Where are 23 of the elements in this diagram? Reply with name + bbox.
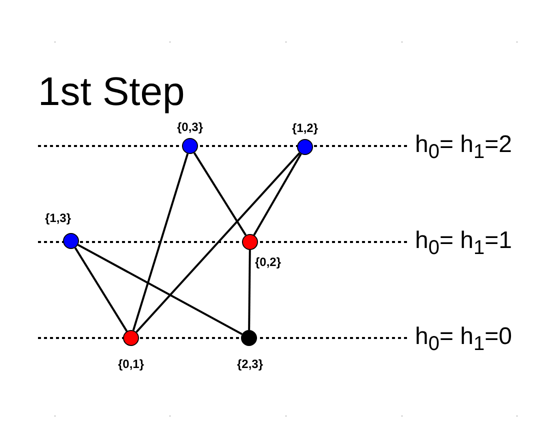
edge-line: [132, 153, 189, 331]
level-label: h$_{0}$= h$_{1}$=0: [415, 323, 512, 357]
vertex-circle: [242, 234, 258, 250]
vertex-circle: [123, 330, 139, 346]
vertex-label: {1,2}: [292, 120, 318, 136]
vertex-circle: [241, 330, 257, 346]
vertex-label: {1,3}: [44, 210, 72, 226]
vertex-circle: [63, 233, 79, 249]
level-label: h$_{0}$= h$_{1}$=1: [415, 227, 512, 261]
edge-line: [136, 152, 300, 333]
edge-line: [253, 153, 302, 236]
vertex-circle: [297, 139, 313, 155]
edge-line: [193, 152, 247, 236]
vertex-label: {0,3}: [176, 119, 204, 135]
vertex-label: {0,2}: [254, 254, 282, 270]
title: 1st Step: [38, 70, 185, 114]
vertex-circle: [182, 138, 198, 154]
level-label: h$_{0}$= h$_{1}$=2: [415, 131, 512, 165]
vertex-label: {0,1}: [118, 356, 144, 372]
vertex-label: {2,3}: [236, 356, 264, 372]
edge-line: [78, 244, 242, 336]
edge-line: [248, 250, 251, 330]
edge-line: [74, 247, 128, 332]
